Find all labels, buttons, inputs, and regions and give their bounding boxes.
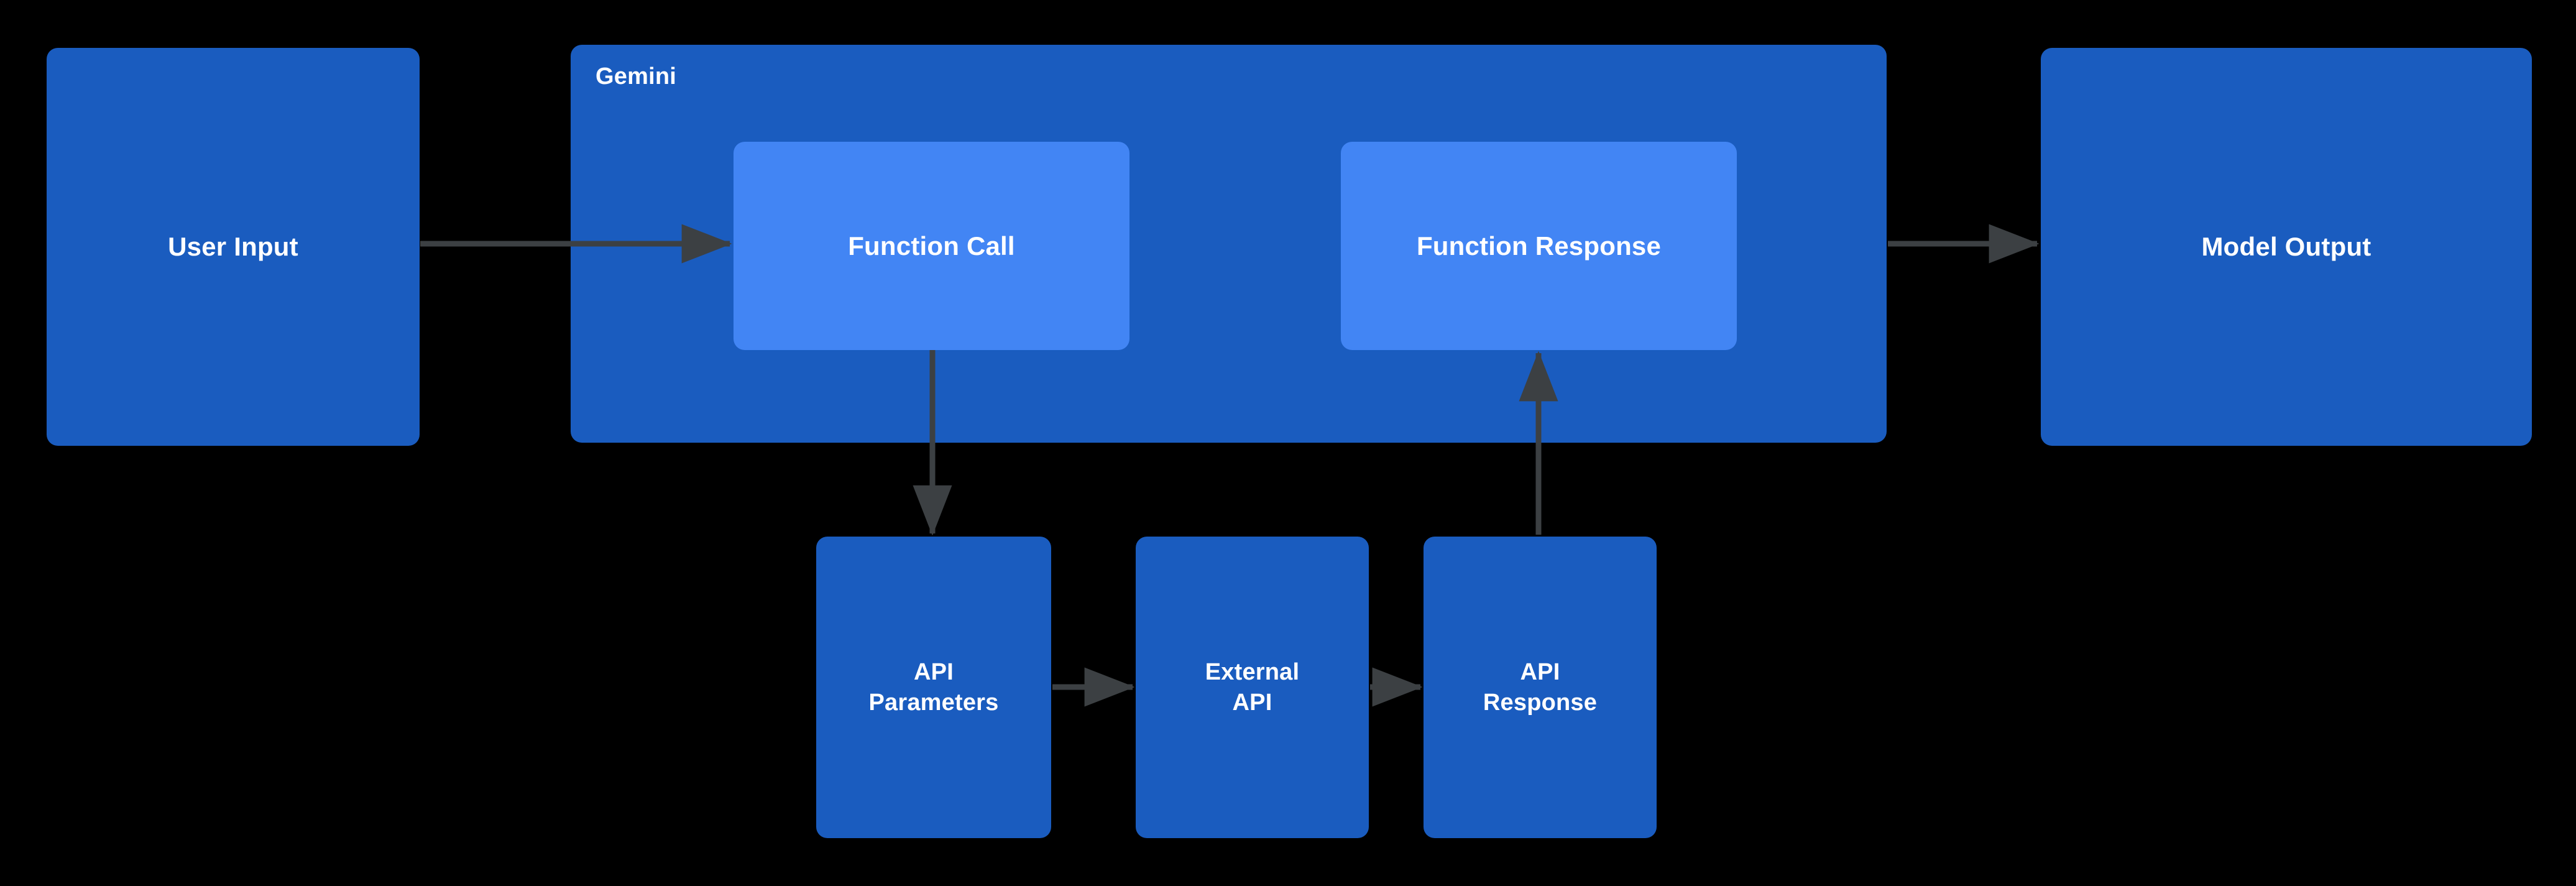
node-function-response[interactable]: Function Response	[1341, 142, 1737, 350]
node-user-input[interactable]: User Input	[47, 48, 420, 446]
node-api-response[interactable]: API Response	[1424, 537, 1657, 838]
node-function-call[interactable]: Function Call	[734, 142, 1129, 350]
node-external-api[interactable]: External API	[1136, 537, 1369, 838]
gemini-group-label: Gemini	[596, 63, 677, 90]
node-api-parameters[interactable]: API Parameters	[816, 537, 1051, 838]
node-model-output[interactable]: Model Output	[2041, 48, 2532, 446]
